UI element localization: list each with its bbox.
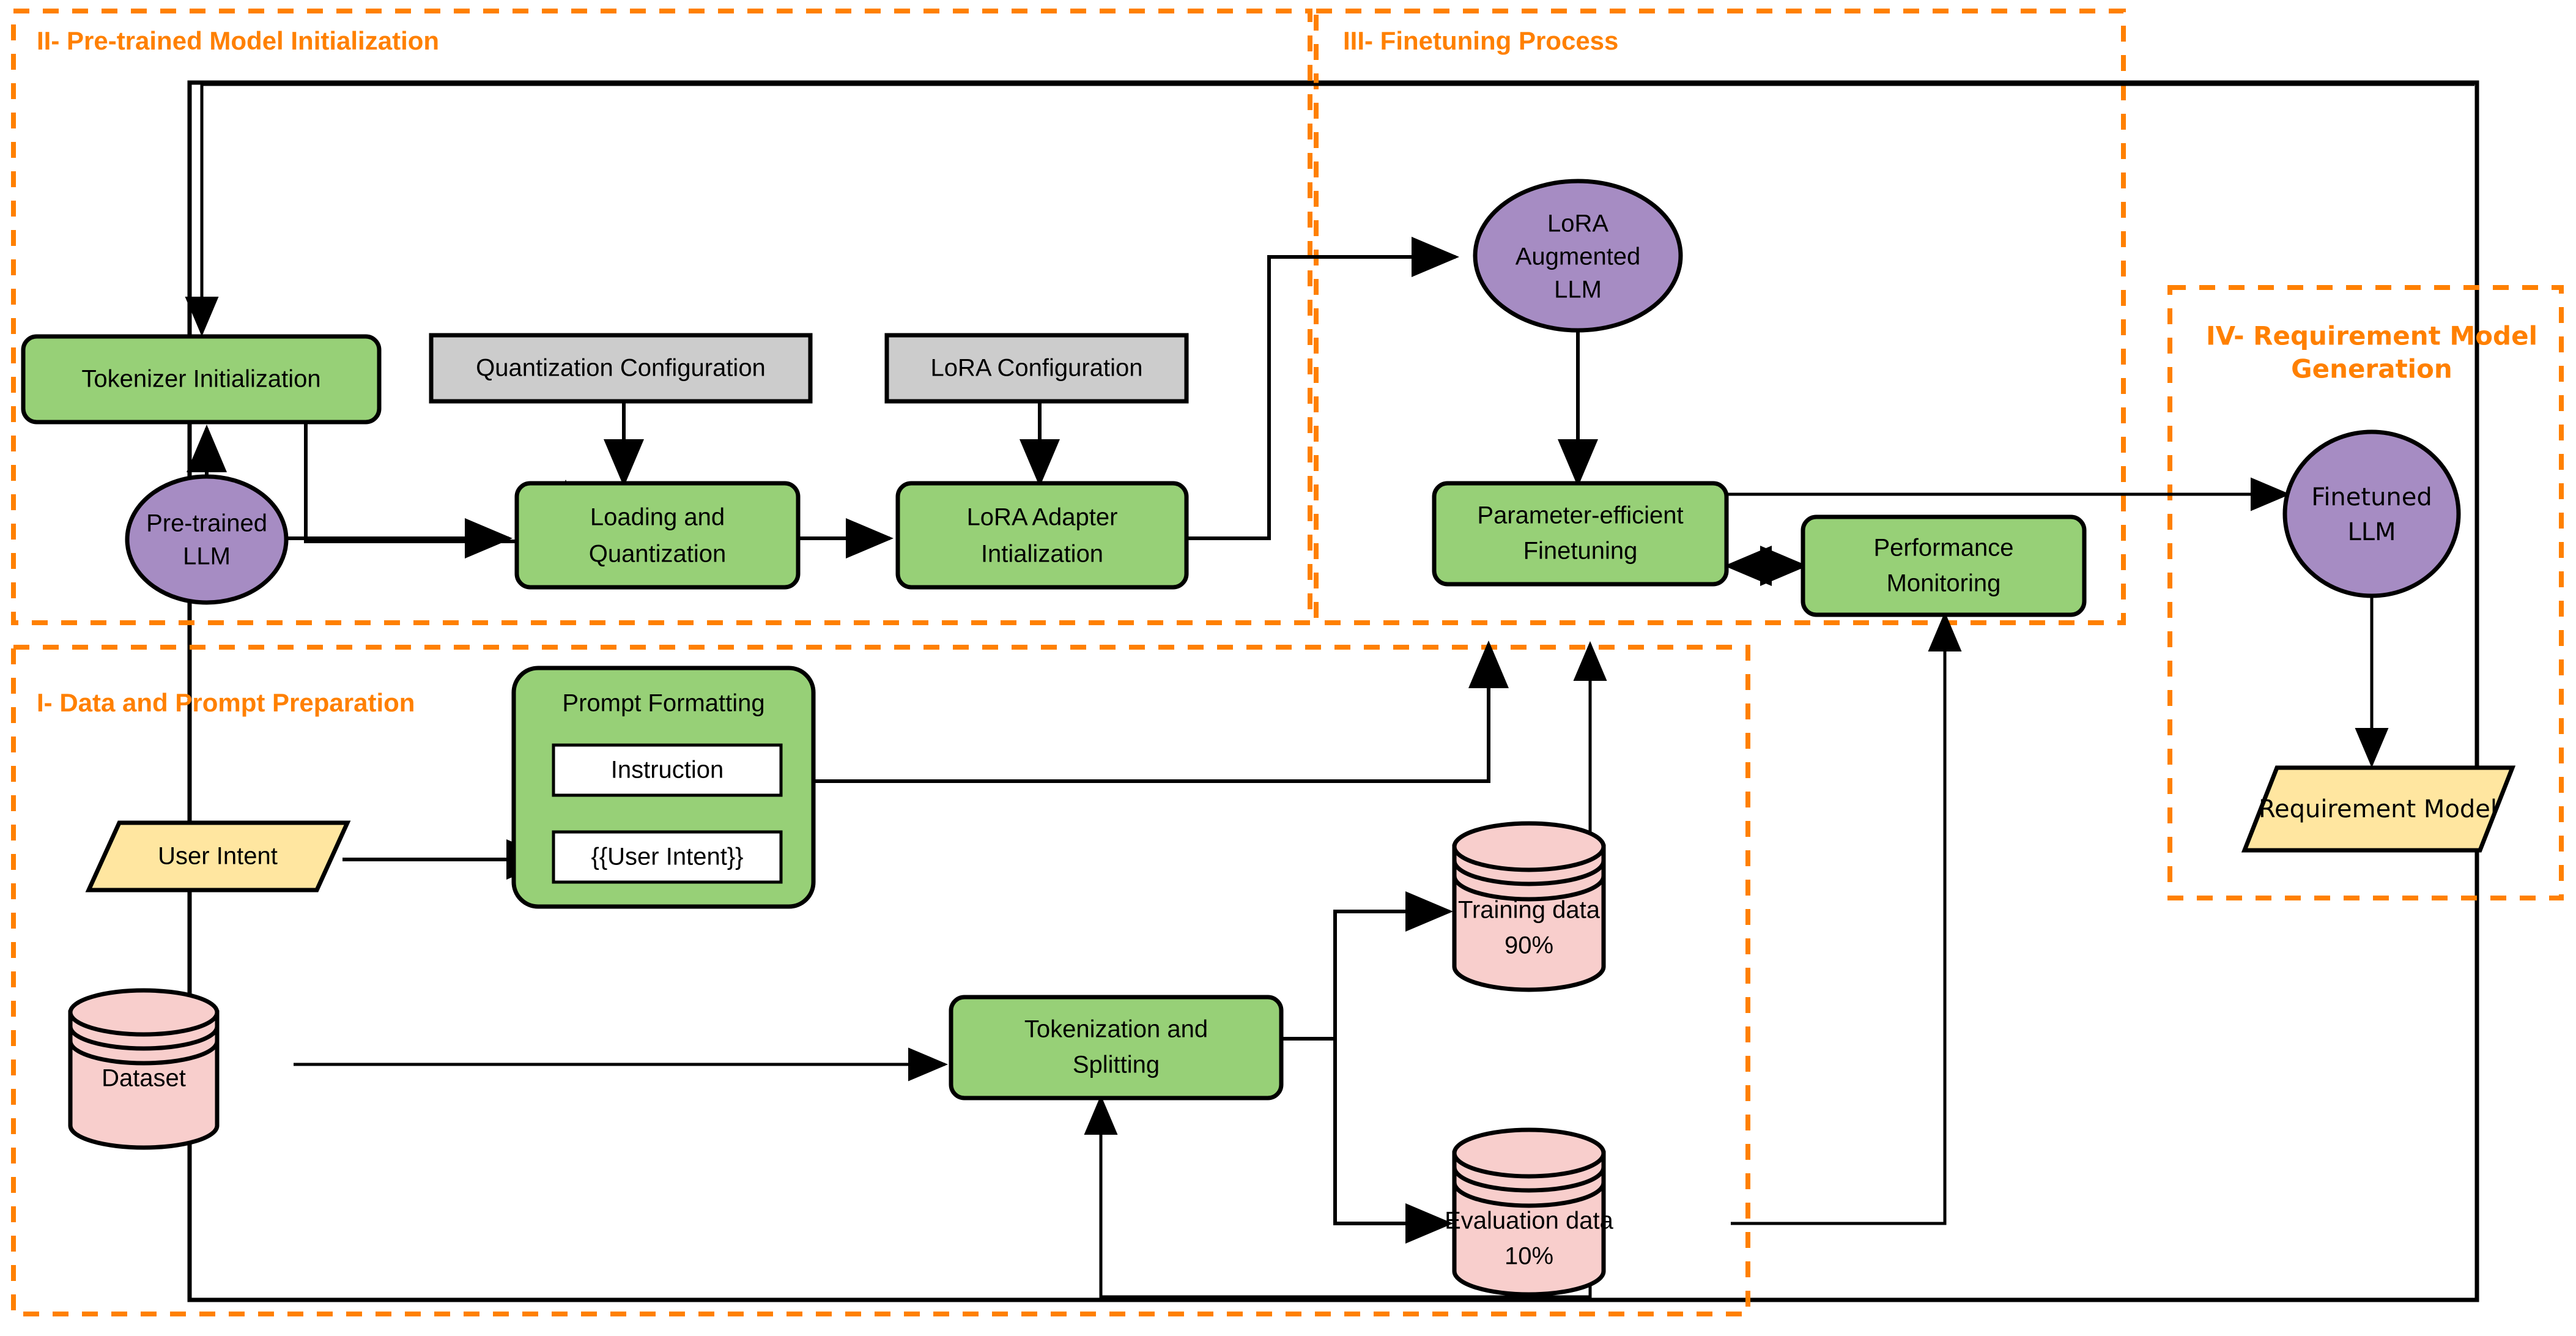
node-user-intent[interactable]: User Intent <box>85 820 351 893</box>
node-lora-augmented-llm[interactable]: LoRA Augmented LLM <box>1473 179 1683 333</box>
evaluation-data-label-line1: Evaluation data <box>1445 1208 1614 1234</box>
node-lora-adapter-init[interactable]: LoRA Adapter Intialization <box>895 481 1189 590</box>
node-tokenization-splitting[interactable]: Tokenization and Splitting <box>949 995 1284 1100</box>
lora-augmented-llm-label-line2: Augmented <box>1516 243 1641 270</box>
node-quantization-config[interactable]: Quantization Configuration <box>429 333 813 404</box>
section-title-iii: III- Finetuning Process <box>1343 26 1618 55</box>
pretrained-llm-label-line2: LLM <box>183 543 231 570</box>
node-loading-quantization[interactable]: Loading and Quantization <box>514 481 801 590</box>
node-finetuned-llm[interactable]: Finetuned LLM <box>2282 429 2461 598</box>
prompt-formatting-label: Prompt Formatting <box>562 690 764 717</box>
section-title-ii: II- Pre-trained Model Initialization <box>37 26 439 55</box>
peft-label-line1: Parameter-efficient <box>1477 502 1683 529</box>
dataset-label: Dataset <box>102 1065 186 1092</box>
section-box-iii <box>1314 9 2126 625</box>
edge-tokenization-to-training <box>1283 891 1453 1041</box>
outer-frame <box>187 80 2479 1302</box>
lora-adapter-init-label-line1: LoRA Adapter <box>967 504 1118 531</box>
quantization-config-label: Quantization Configuration <box>476 355 766 382</box>
lora-adapter-init-label-line2: Intialization <box>981 541 1103 568</box>
requirement-model-label: Requirement Model <box>2259 795 2497 823</box>
finetuned-llm-label-line1: Finetuned <box>2311 483 2432 511</box>
node-parameter-efficient-finetuning[interactable]: Parameter-efficient Finetuning <box>1432 481 1729 587</box>
peft-label-line2: Finetuning <box>1523 538 1638 565</box>
pretrained-llm-label-line1: Pre-trained <box>146 510 267 537</box>
loading-quantization-label-line1: Loading and <box>590 504 725 531</box>
lora-augmented-llm-label-line3: LLM <box>1554 276 1602 303</box>
edge-finetuned-to-tokenizer <box>202 84 2474 333</box>
node-tokenizer-init[interactable]: Tokenizer Initialization <box>21 334 382 425</box>
node-user-intent-slot[interactable]: {{User Intent}} <box>552 830 783 884</box>
tokenization-splitting-label-line2: Splitting <box>1073 1052 1160 1078</box>
training-data-label-line2: 90% <box>1505 932 1553 959</box>
user-intent-label: User Intent <box>158 843 278 870</box>
node-lora-config[interactable]: LoRA Configuration <box>884 333 1189 404</box>
edge-tokenization-to-evaluation <box>1283 1037 1453 1244</box>
tokenizer-init-label: Tokenizer Initialization <box>81 366 320 393</box>
edge-evaluation-to-perfmonitoring <box>1731 612 1962 1225</box>
section-box-i <box>11 645 1750 1316</box>
lora-config-label: LoRA Configuration <box>931 355 1143 382</box>
node-instruction[interactable]: Instruction <box>552 743 783 797</box>
instruction-label: Instruction <box>611 757 724 784</box>
node-requirement-model[interactable]: Requirement Model <box>2241 765 2516 853</box>
node-prompt-formatting[interactable]: Prompt Formatting Instruction {{User Int… <box>511 666 816 909</box>
section-box-ii <box>11 9 1312 625</box>
edge-adapter-to-loraaugmented <box>1186 237 1459 540</box>
section-title-iv-line2: Generation <box>2291 354 2452 384</box>
node-dataset[interactable]: Dataset <box>68 988 220 1150</box>
training-data-label-line1: Training data <box>1458 897 1601 924</box>
node-evaluation-data[interactable]: Evaluation data 10% <box>1445 1127 1614 1297</box>
node-training-data[interactable]: Training data 90% <box>1452 821 1606 992</box>
performance-monitoring-label-line2: Monitoring <box>1887 570 2001 597</box>
edge-prompt-to-peft <box>812 640 1509 783</box>
tokenization-splitting-label-line1: Tokenization and <box>1024 1016 1208 1043</box>
loading-quantization-label-line2: Quantization <box>589 541 727 568</box>
lora-augmented-llm-label-line1: LoRA <box>1547 210 1608 237</box>
section-title-iv-line1: IV- Requirement Model <box>2206 321 2537 351</box>
section-title-i: I- Data and Prompt Preparation <box>37 688 415 717</box>
edge-evaluation-to-tokenization <box>1084 1095 1592 1299</box>
evaluation-data-label-line2: 10% <box>1505 1243 1553 1270</box>
finetuned-llm-label-line2: LLM <box>2347 518 2396 546</box>
node-performance-monitoring[interactable]: Performance Monitoring <box>1801 514 2087 617</box>
user-intent-slot-label: {{User Intent}} <box>591 844 743 870</box>
node-pretrained-llm[interactable]: Pre-trained LLM <box>125 474 289 605</box>
performance-monitoring-label-line1: Performance <box>1874 535 2014 562</box>
